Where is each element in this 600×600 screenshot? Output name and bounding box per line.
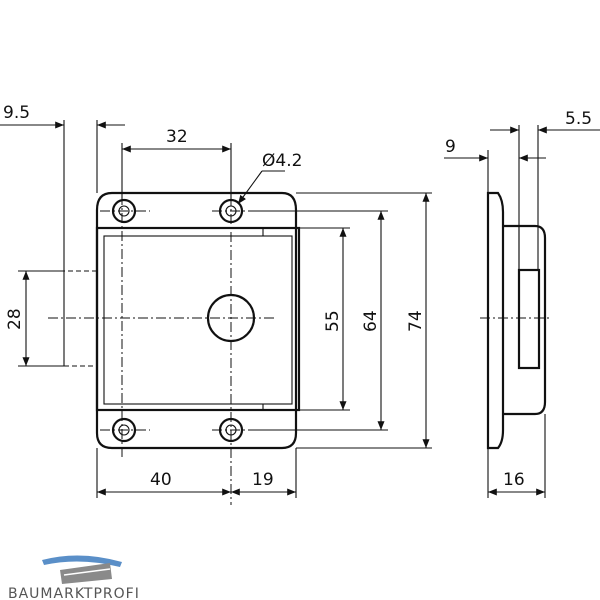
dim-9-label: 9 xyxy=(445,137,456,157)
dim-16-label: 16 xyxy=(503,470,525,490)
dim-19-label: 19 xyxy=(252,470,274,490)
front-plate-outline xyxy=(95,191,298,450)
screw-hole-top-left xyxy=(111,198,137,224)
front-dimensions: 9.5 32 Ø4.2 28 55 64 74 4 xyxy=(0,103,432,498)
screw-hole-bottom-right xyxy=(218,417,244,443)
dim-74-label: 74 xyxy=(406,310,426,332)
dim-55-label: 55 xyxy=(323,310,343,332)
roof-logo-icon xyxy=(42,555,122,584)
screw-hole-bottom-left xyxy=(111,417,137,443)
dim-5-5-label: 5.5 xyxy=(565,109,592,129)
dim-28-label: 28 xyxy=(5,308,25,330)
dim-32-label: 32 xyxy=(166,127,188,147)
side-view xyxy=(480,191,552,450)
side-body xyxy=(503,224,547,416)
dim-diameter-label: Ø4.2 xyxy=(262,151,302,171)
dim-9-5-label: 9.5 xyxy=(3,103,30,123)
brand-name: BAUMARKTPROFI xyxy=(8,586,140,600)
dim-40-label: 40 xyxy=(150,470,172,490)
side-dimensions: 9 5.5 16 xyxy=(444,109,600,498)
front-housing-outline xyxy=(95,226,301,412)
side-bolt xyxy=(517,268,541,370)
dim-64-label: 64 xyxy=(361,310,381,332)
front-housing-inner xyxy=(103,235,293,405)
front-view xyxy=(48,160,301,505)
side-flange xyxy=(486,191,505,450)
